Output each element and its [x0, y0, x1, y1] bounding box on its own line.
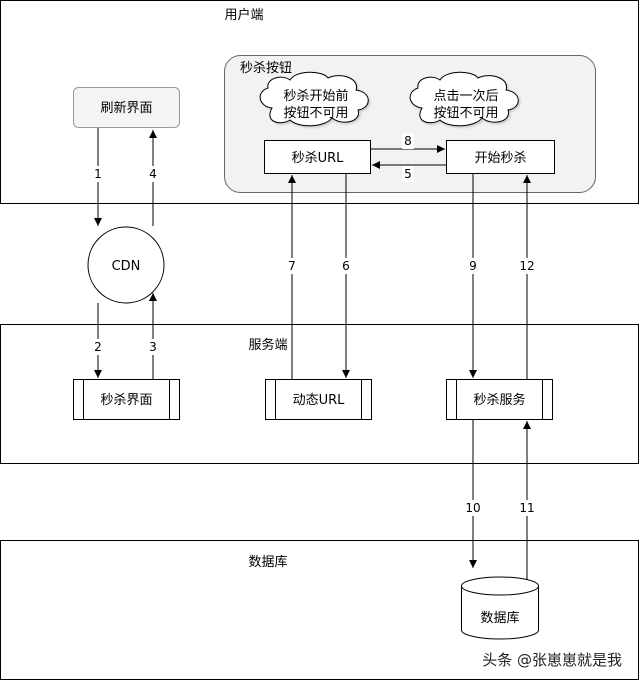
seckill-button-group-title: 秒杀按钮: [240, 61, 292, 76]
step-label-backing: [402, 166, 414, 182]
seckill-page-node: [73, 379, 180, 420]
cloud-after-click: [409, 71, 519, 127]
step-label-backing: [286, 258, 298, 274]
cdn-label: CDN: [112, 259, 141, 274]
seckill-url-node: [264, 140, 371, 174]
database-cylinder-label: 数据库: [480, 610, 519, 626]
step-label-backing: [147, 166, 159, 182]
step-label-backing: [92, 339, 104, 355]
step-label-backing: [92, 166, 104, 182]
step-label-backing: [517, 258, 537, 274]
step-3: 3: [149, 340, 157, 354]
step-label-backing: [340, 258, 352, 274]
start-seckill-label: 开始秒杀: [474, 151, 526, 166]
seckill-service-node: [446, 379, 553, 420]
step-6: 6: [342, 259, 350, 273]
cloud-after-click-line2: 按钮不可用: [433, 106, 498, 121]
database-zone-title: 数据库: [248, 554, 287, 570]
database-cylinder: [461, 576, 539, 640]
step-label-backing: [463, 500, 483, 516]
step-11: 11: [519, 501, 534, 515]
seckill-url-label: 秒杀URL: [292, 151, 345, 166]
cdn-node: [87, 226, 165, 304]
step-label-backing: [402, 133, 414, 149]
step-7: 7: [288, 259, 296, 273]
cloud-before-start-line2: 按钮不可用: [283, 106, 348, 121]
refresh-page-node: [73, 87, 180, 128]
step-8: 8: [404, 134, 412, 148]
step-9: 9: [469, 259, 477, 273]
step-2: 2: [94, 340, 102, 354]
step-1: 1: [94, 167, 102, 181]
dynamic-url-label: 动态URL: [293, 393, 346, 408]
step-label-backing: [147, 339, 159, 355]
step-label-backing: [467, 258, 479, 274]
step-10: 10: [465, 501, 480, 515]
step-12: 12: [519, 259, 534, 273]
server-zone-title: 服务端: [248, 337, 287, 353]
client-zone-title: 用户端: [224, 7, 263, 23]
cloud-after-click-line1: 点击一次后: [433, 88, 498, 104]
seckill-service-label: 秒杀服务: [473, 392, 525, 408]
seckill-page-label: 秒杀界面: [100, 393, 152, 408]
cloud-before-start-line1: 秒杀开始前: [283, 88, 348, 104]
start-seckill-node: [446, 140, 555, 174]
dynamic-url-node: [265, 379, 372, 420]
watermark: 头条 @张崽崽就是我: [482, 651, 622, 669]
refresh-page-label: 刷新界面: [100, 100, 152, 116]
step-label-backing: [517, 500, 537, 516]
step-5: 5: [404, 167, 412, 181]
step-4: 4: [149, 167, 157, 181]
cloud-before-start: [259, 71, 369, 127]
